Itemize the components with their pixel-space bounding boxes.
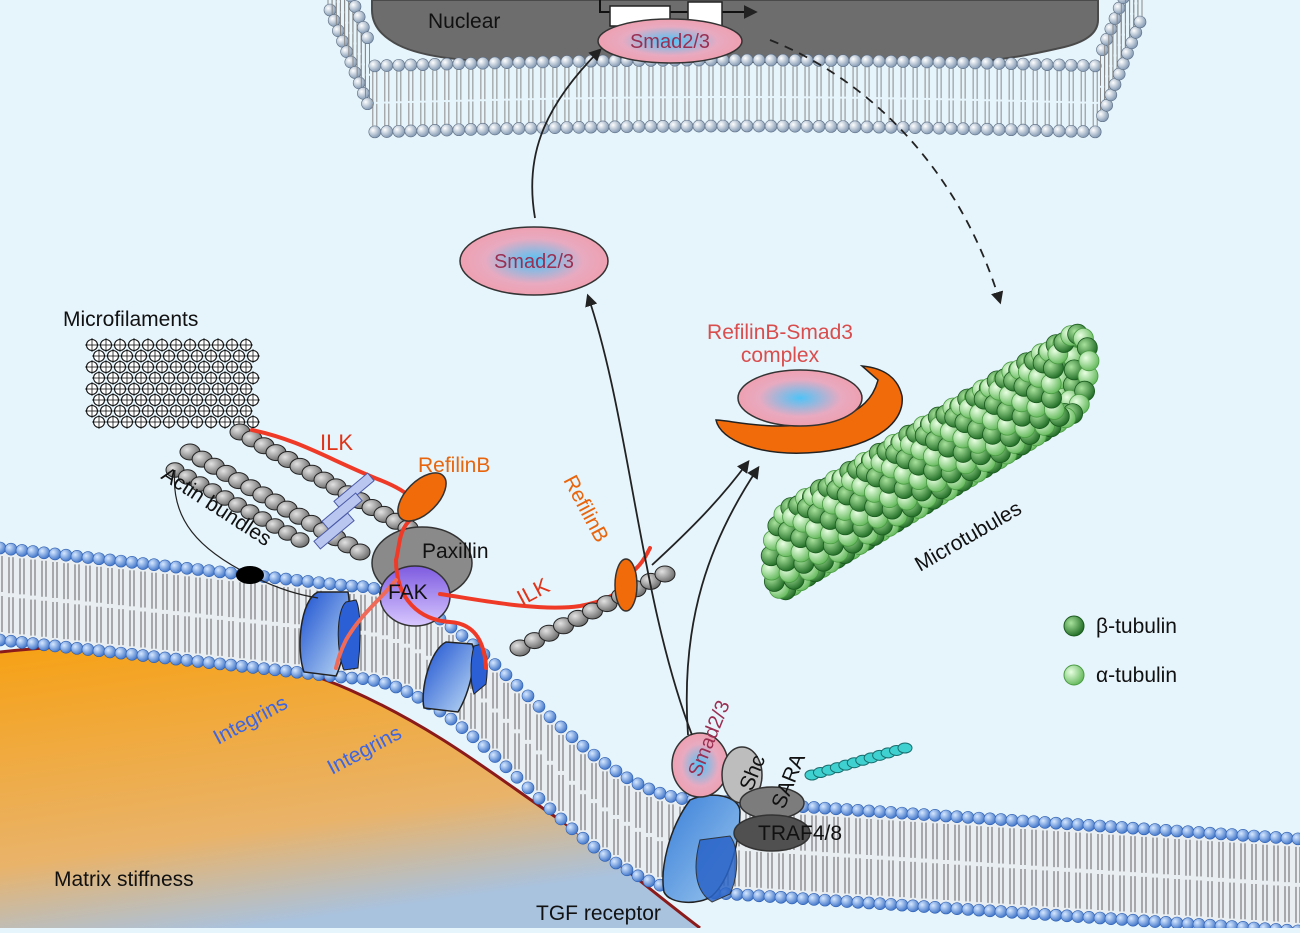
- legend-beta-label: β-tubulin: [1096, 615, 1177, 638]
- legend-alpha-label: α-tubulin: [1096, 664, 1177, 687]
- smad3-complex: [737, 369, 863, 427]
- arrow-smad-to-nucleus: [531, 48, 602, 219]
- refilinb-mid: [614, 558, 638, 612]
- ilk-line-fak: [394, 558, 488, 670]
- refilinb-top: [397, 472, 447, 522]
- arrow-refilin-to-complex: [651, 459, 750, 566]
- microfilament-mesh: [85, 338, 260, 429]
- matrix-region: [0, 645, 700, 928]
- label-complex-1: RefilinB-Smad3: [707, 321, 853, 344]
- actin-bundles-chain: [165, 423, 431, 561]
- crosslinker-bars: [313, 472, 375, 550]
- label-traf: TRAF4/8: [758, 822, 842, 845]
- arrow-receptor-to-smad: [585, 293, 693, 736]
- legend-beta-dot: [1063, 615, 1085, 637]
- label-tgf-receptor: TGF receptor: [536, 902, 661, 925]
- tgf-receptor-2: [695, 835, 738, 903]
- label-actin-bundles: Actin bundles: [157, 463, 275, 551]
- label-nuclear: Nuclear: [428, 10, 500, 33]
- refilinb-complex-shell: [715, 365, 903, 454]
- teal-chain: [804, 742, 913, 781]
- label-complex-2: complex: [741, 344, 820, 367]
- black-node: [236, 566, 264, 584]
- ilk-line-integrin: [334, 578, 398, 670]
- traf-blob: [733, 814, 811, 852]
- label-microfilaments: Microfilaments: [63, 308, 198, 331]
- label-smad-cytoplasm: Smad2/3: [494, 251, 574, 273]
- smad-cytoplasm: [459, 226, 609, 296]
- legend-alpha-dot: [1063, 664, 1085, 686]
- arrow-receptor-to-complex: [685, 465, 760, 736]
- ilk-line-top: [250, 428, 418, 562]
- label-smad-nucleus: Smad2/3: [630, 31, 710, 53]
- label-fak: FAK: [388, 581, 428, 604]
- microtubule: [760, 323, 1100, 601]
- smad-nucleus: [597, 18, 743, 64]
- actin-bundle-pointer: [173, 469, 319, 599]
- label-refilinb-top: RefilinB: [418, 454, 490, 477]
- label-matrix-stiffness: Matrix stiffness: [54, 868, 194, 891]
- label-refilinb-mid: RefilinB: [559, 472, 613, 547]
- arrow-nucleus-to-microtubules: [769, 39, 1004, 305]
- label-ilk-top: ILK: [320, 430, 353, 455]
- label-paxillin: Paxillin: [422, 540, 489, 563]
